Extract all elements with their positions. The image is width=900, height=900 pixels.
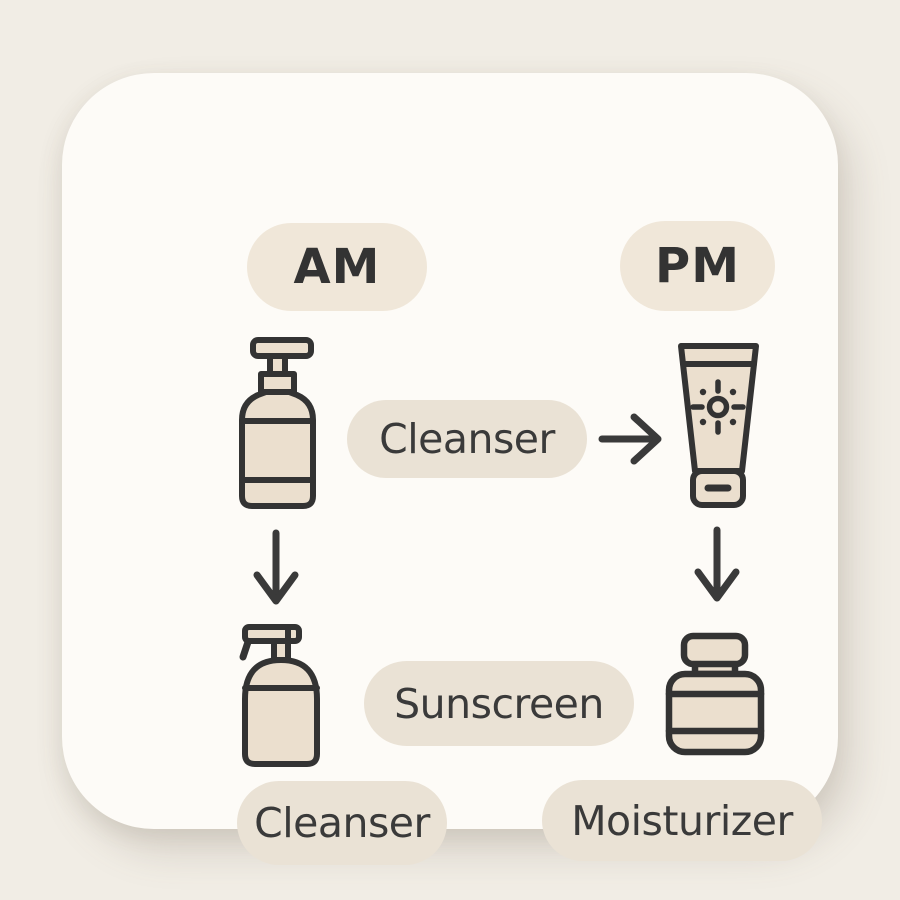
am-bottom-pill: Cleanser	[237, 781, 447, 865]
pm-bottom-label: Moisturizer	[571, 796, 793, 845]
lotion-pump-bottle-icon	[239, 337, 316, 509]
pump-head	[250, 337, 314, 359]
pm-bottom-pill: Moisturizer	[542, 780, 822, 861]
am-badge-label: AM	[293, 239, 381, 295]
bottle-body	[239, 389, 316, 509]
jar-cap	[680, 632, 749, 668]
sunscreen-tube-icon	[678, 343, 759, 508]
am-badge: AM	[247, 223, 427, 311]
pm-badge-label: PM	[655, 238, 740, 294]
sunscreen-step-label: Sunscreen	[394, 679, 604, 728]
down-arrow-left-icon	[253, 529, 299, 605]
foam-pump-bottle-icon	[239, 624, 320, 767]
sun-icon	[690, 379, 746, 435]
down-arrow-right-icon	[694, 526, 740, 602]
moisturizer-jar-icon	[665, 632, 765, 756]
pump-spout	[239, 638, 252, 661]
routine-card: AM PM Cleanser	[62, 73, 838, 865]
bottle-body	[242, 657, 320, 767]
am-bottom-label: Cleanser	[254, 799, 430, 847]
cleanser-step-label: Cleanser	[379, 415, 555, 463]
right-arrow-icon	[598, 413, 662, 465]
sunscreen-step-pill: Sunscreen	[364, 661, 634, 746]
jar-body	[665, 670, 765, 756]
pm-badge: PM	[620, 221, 775, 311]
cleanser-step-pill: Cleanser	[347, 400, 587, 478]
